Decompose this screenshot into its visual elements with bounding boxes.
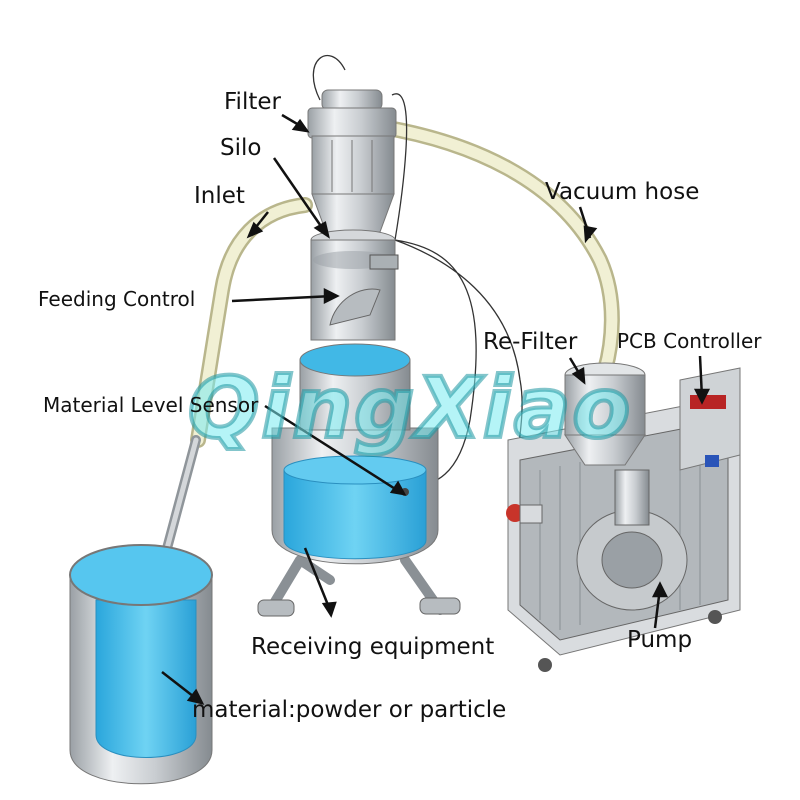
label-inlet: Inlet: [194, 183, 245, 209]
pump-cabinet: [506, 367, 741, 672]
material-drum: [69, 544, 213, 785]
label-vacuum-hose: Vacuum hose: [545, 179, 700, 205]
label-re-filter: Re-Filter: [483, 329, 578, 355]
watermark: QingXiao: [186, 359, 633, 457]
label-silo: Silo: [220, 135, 262, 161]
label-filter: Filter: [224, 89, 281, 115]
leader-arrows: [161, 113, 711, 705]
label-pump: Pump: [627, 627, 693, 653]
vacuum-hopper: [307, 89, 399, 341]
label-pcb-controller: PCB Controller: [617, 329, 762, 353]
receiving-equipment: [257, 343, 461, 617]
label-feeding-control: Feeding Control: [38, 287, 196, 311]
label-material: material:powder or particle: [192, 697, 507, 723]
label-material-level-sensor: Material Level Sensor: [43, 393, 259, 417]
label-receiving-equipment: Receiving equipment: [251, 634, 495, 660]
